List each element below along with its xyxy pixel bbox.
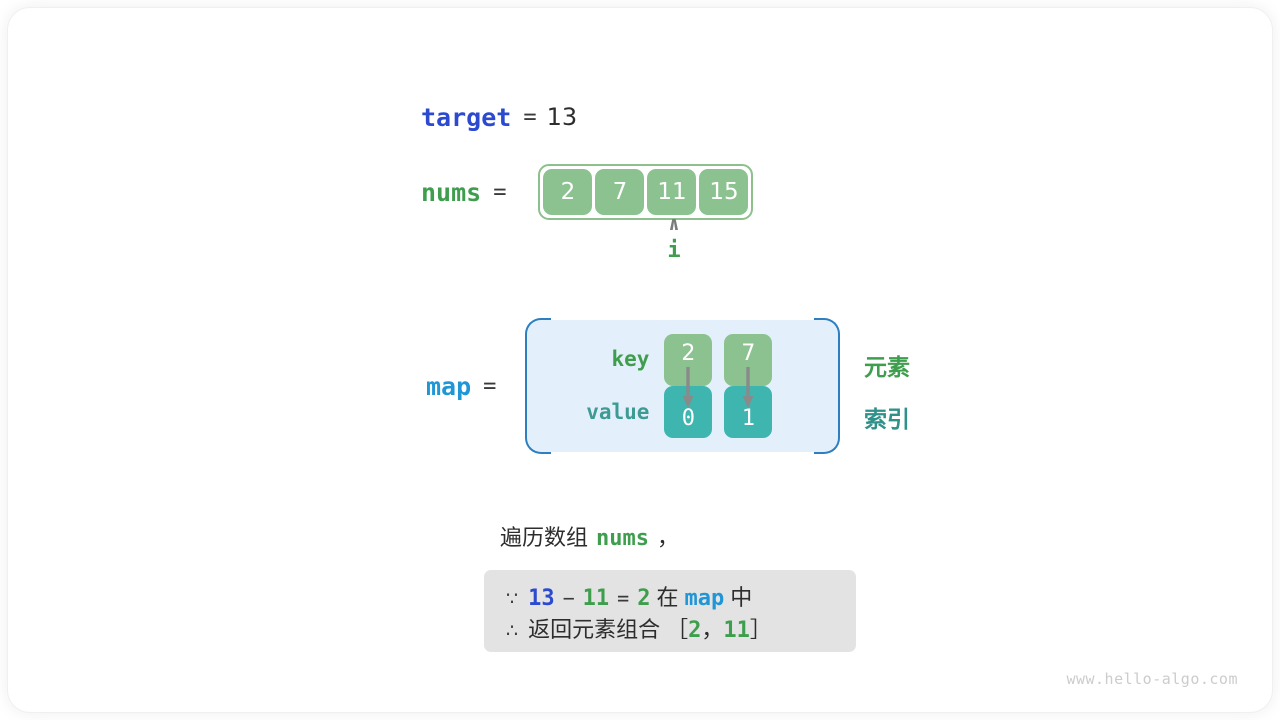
map-equals-sign: = bbox=[483, 373, 497, 399]
map-key-cell: 2 bbox=[664, 334, 713, 386]
map-key-cell: 7 bbox=[724, 334, 773, 386]
equals-operator: = bbox=[617, 586, 630, 610]
map-row: map = key value 2 0 7 bbox=[426, 318, 841, 454]
conclusion-complement-value: 2 bbox=[637, 586, 651, 611]
map-grid: key value 2 0 7 1 bbox=[526, 320, 839, 452]
conclusion-line-1: ∵ 13 − 11 = 2 在 map 中 bbox=[506, 580, 834, 612]
diagram-card: target = 13 nums = 2 7 11 15 ∧ i map = bbox=[8, 8, 1272, 712]
target-row: target = 13 bbox=[421, 100, 577, 134]
array-cell: 11 bbox=[647, 169, 697, 215]
target-variable-name: target bbox=[421, 102, 512, 132]
traverse-prefix: 遍历数组 bbox=[500, 526, 589, 551]
therefore-symbol: ∴ bbox=[506, 620, 519, 642]
map-variable-name: map bbox=[426, 371, 472, 401]
target-equals-sign: = bbox=[523, 104, 537, 130]
result-comma: ， bbox=[701, 618, 724, 643]
conclusion-map-name: map bbox=[684, 586, 725, 611]
map-entry: 7 1 bbox=[724, 334, 773, 438]
site-watermark: www.hello-algo.com bbox=[1066, 670, 1238, 688]
nums-equals-sign: = bbox=[493, 179, 507, 205]
map-entry: 2 0 bbox=[664, 334, 713, 438]
result-value-first: 2 bbox=[688, 618, 702, 643]
minus-operator: − bbox=[562, 586, 575, 610]
map-key-row-label: key bbox=[611, 347, 650, 371]
legend-index-label: 索引 bbox=[864, 407, 910, 433]
traverse-variable: nums bbox=[596, 526, 649, 551]
conclusion-target-value: 13 bbox=[528, 586, 555, 611]
traverse-caption: 遍历数组 nums ， bbox=[500, 520, 679, 552]
array-container: 2 7 11 15 bbox=[538, 164, 754, 220]
result-value-second: 11 bbox=[723, 618, 750, 643]
nums-variable-name: nums bbox=[421, 177, 482, 207]
map-value-cell: 1 bbox=[724, 386, 773, 438]
bracket-close: ］ bbox=[749, 618, 772, 643]
traverse-suffix: ， bbox=[657, 526, 680, 551]
pointer-label: i bbox=[667, 238, 681, 263]
target-value: 13 bbox=[546, 103, 578, 131]
conclusion-box: ∵ 13 − 11 = 2 在 map 中 ∴ 返回元素组合 ［ 2 ， 11 … bbox=[484, 570, 856, 652]
index-pointer: ∧ i bbox=[648, 214, 700, 262]
nums-row: nums = 2 7 11 15 bbox=[421, 164, 754, 220]
conclusion-word-inside: 中 bbox=[730, 586, 753, 611]
conclusion-current-value: 11 bbox=[582, 586, 610, 611]
array-cell: 7 bbox=[595, 169, 645, 215]
legend-element-label: 元素 bbox=[864, 355, 910, 381]
caret-up-icon: ∧ bbox=[668, 213, 680, 235]
map-container: key value 2 0 7 1 bbox=[525, 318, 841, 454]
bracket-open: ［ bbox=[666, 618, 689, 643]
array-cell: 2 bbox=[543, 169, 593, 215]
map-value-cell: 0 bbox=[664, 386, 713, 438]
conclusion-line-2: ∴ 返回元素组合 ［ 2 ， 11 ］ bbox=[506, 612, 834, 644]
conclusion-word-in: 在 bbox=[656, 586, 679, 611]
because-symbol: ∵ bbox=[506, 588, 519, 610]
conclusion-result-text: 返回元素组合 bbox=[528, 618, 661, 643]
map-value-row-label: value bbox=[586, 400, 650, 424]
array-cell: 15 bbox=[699, 169, 749, 215]
